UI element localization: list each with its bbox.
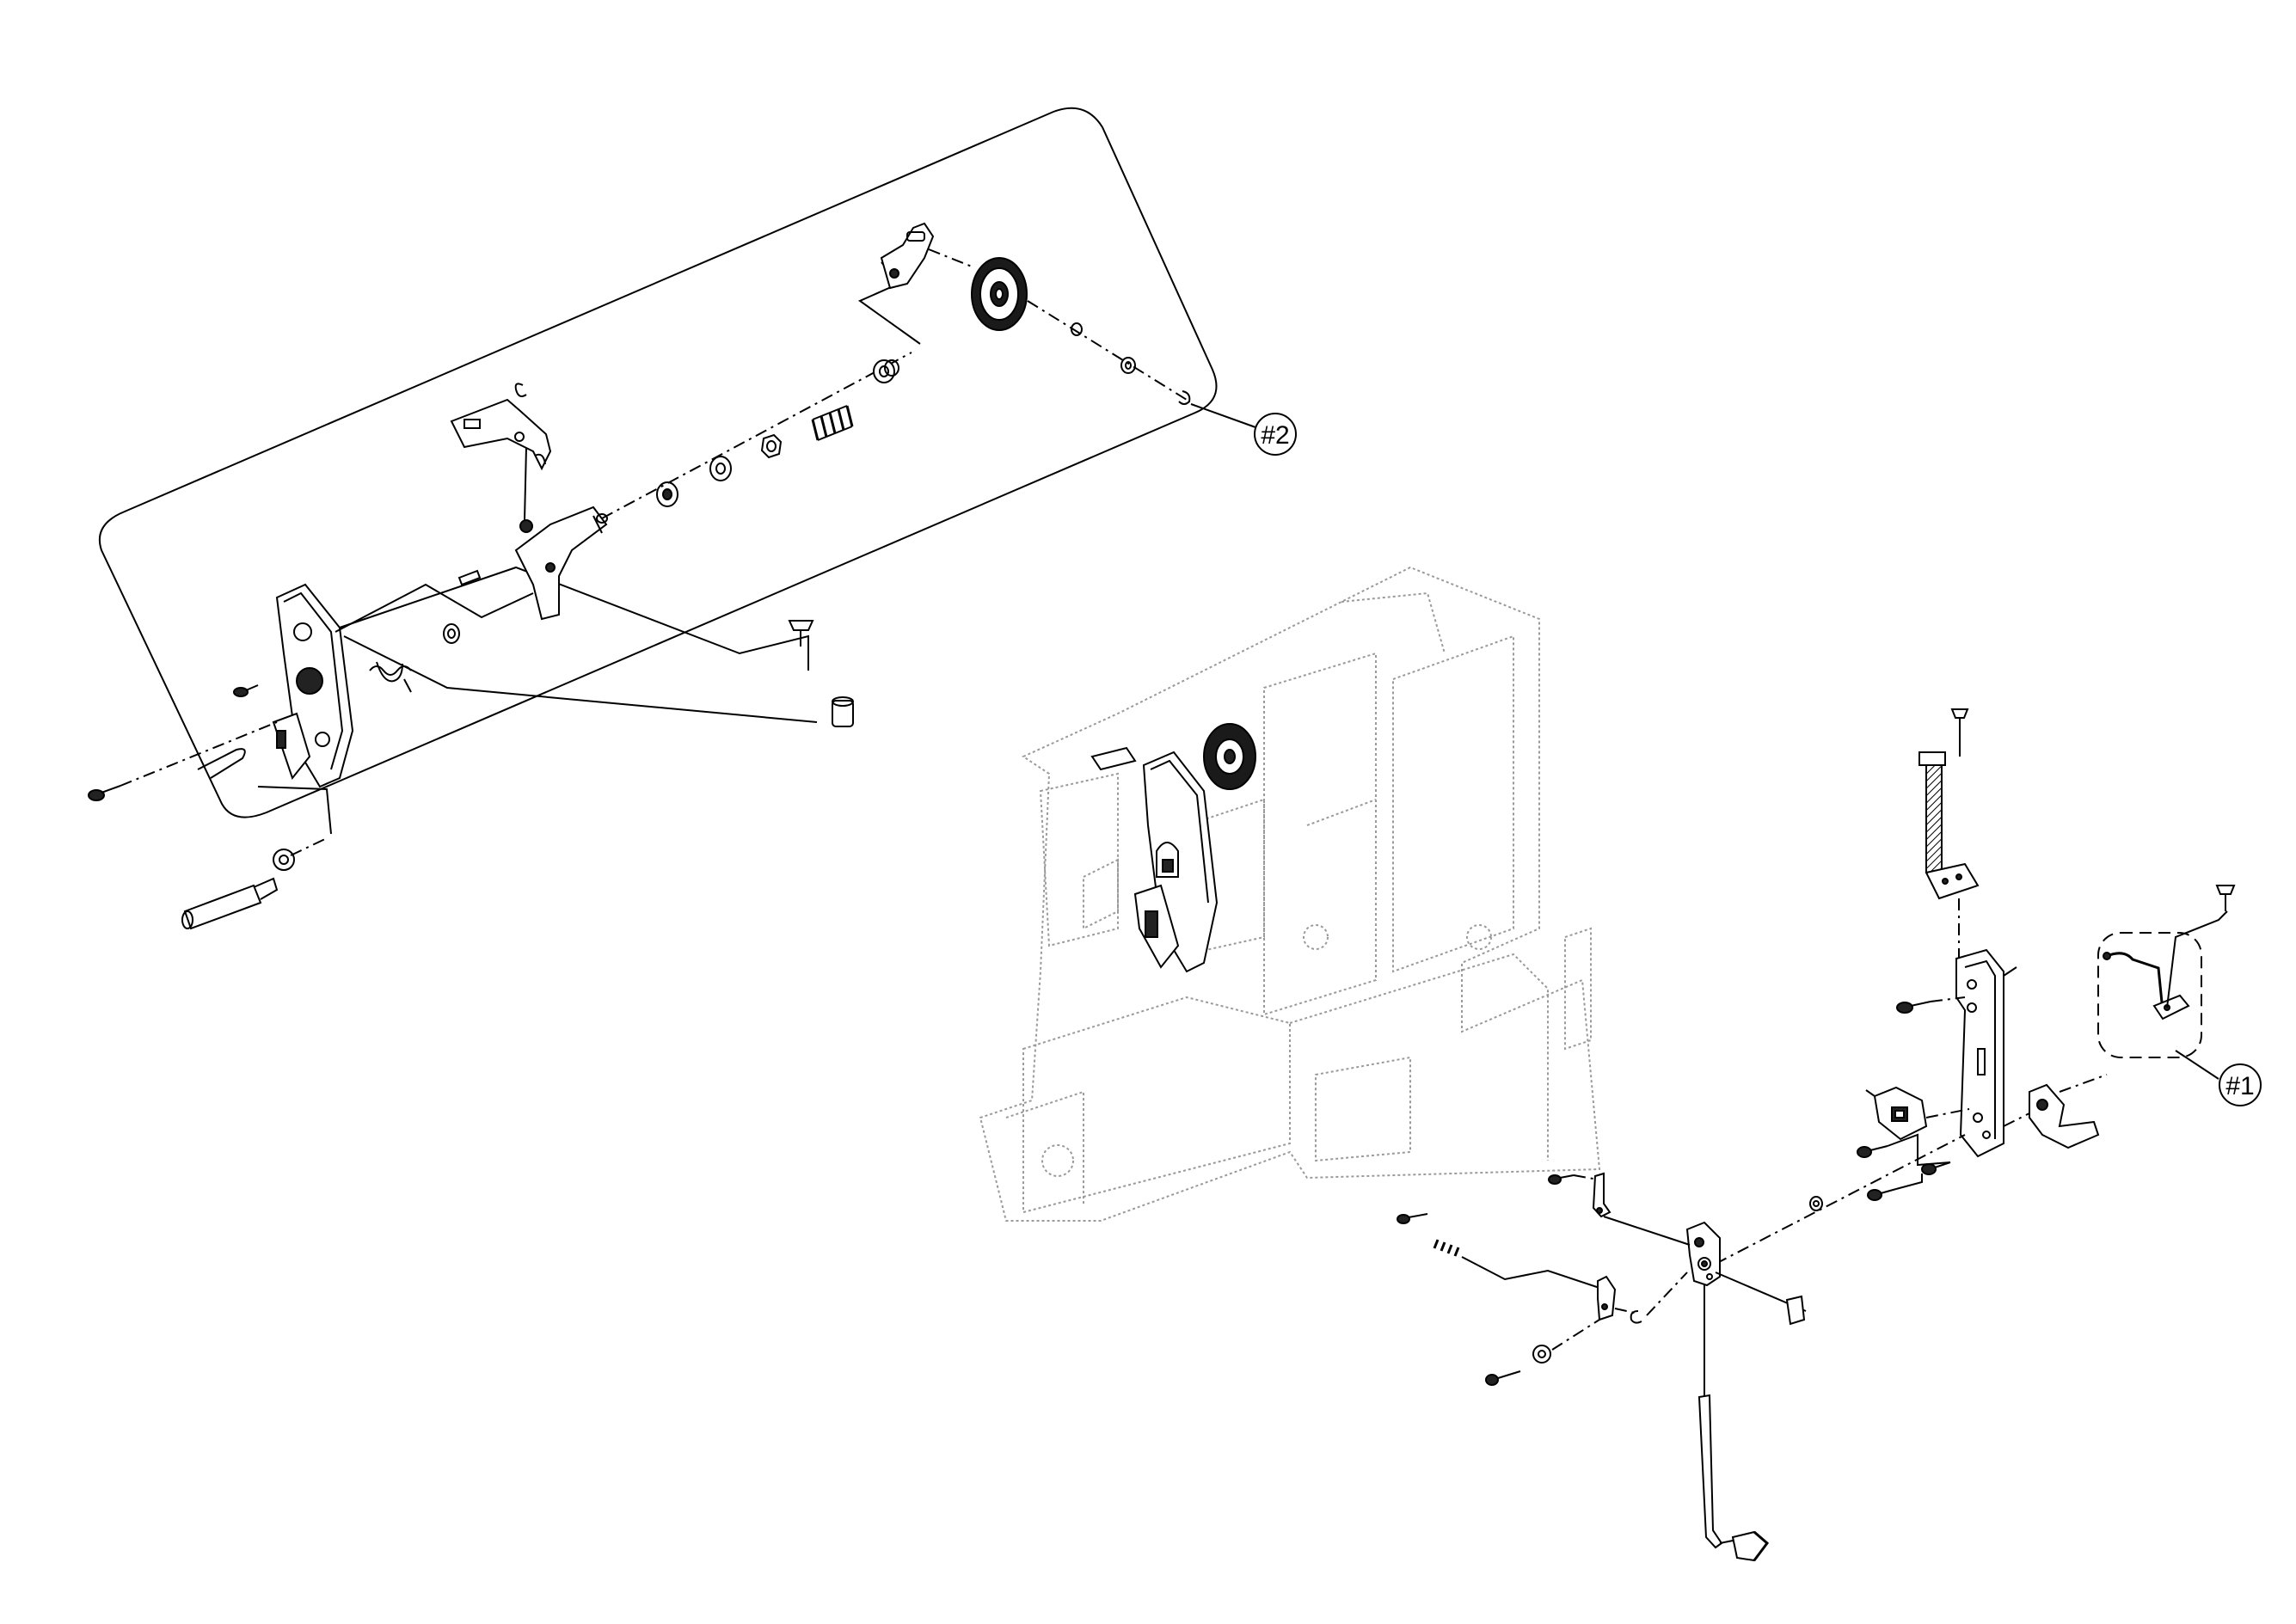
knob-part <box>1731 1530 1769 1562</box>
washer-2-part <box>656 481 678 507</box>
bracket-screw-part <box>1896 1001 1931 1014</box>
bushing-part <box>873 359 899 383</box>
washer-3-part <box>709 456 732 481</box>
subassembly-1: #1 <box>1397 708 2262 1562</box>
washer-part <box>443 623 460 644</box>
hinge-bracket-part <box>1685 1221 1721 1287</box>
subassembly-2: #2 <box>88 107 1297 930</box>
pin-part <box>181 877 279 930</box>
hinge-screw-part <box>1548 1174 1575 1185</box>
lever-arm-part <box>272 583 354 788</box>
screw-part <box>88 785 121 801</box>
e-ring-part <box>514 383 527 397</box>
c-ring-part <box>1630 1310 1642 1324</box>
subassembly-1-boundary <box>2097 932 2202 1058</box>
callout-2-circle <box>1254 413 1297 456</box>
machine-frame-ghost <box>979 566 1601 1222</box>
mid-screw-3-part <box>1867 1188 1897 1201</box>
flat-bar-part <box>1592 1172 1611 1218</box>
bottom-screw-part <box>1485 1370 1521 1386</box>
subassembly-2-boundary <box>98 107 1218 818</box>
sleeve-part <box>832 696 854 727</box>
coil-spring-part <box>1433 1239 1460 1257</box>
switch-housing-part <box>1865 1086 1928 1141</box>
snap-ring-part <box>1178 390 1191 405</box>
clip-strip-part <box>1785 1295 1806 1326</box>
mounted-lever-assembly <box>1090 723 1256 973</box>
bracket-part <box>514 506 608 621</box>
sensor-screw-part <box>2215 885 2236 911</box>
mount-plate-part <box>1925 862 1980 900</box>
long-rod-part <box>1697 1394 1751 1549</box>
callout-2-label: #2 <box>1261 421 1289 450</box>
tab-bracket-part <box>1597 1275 1617 1321</box>
gear-bracket-part <box>880 222 935 290</box>
main-bracket-part <box>1955 948 2017 1158</box>
top-screw-part <box>1950 708 1969 757</box>
callout-1-circle <box>2219 1063 2262 1106</box>
threaded-rod-part <box>1918 751 1946 873</box>
compression-spring-part <box>811 405 854 441</box>
pin-washer-part <box>273 849 295 871</box>
bent-plate-part <box>450 398 552 471</box>
l-bracket-part <box>2029 1083 2100 1149</box>
small-screw-part <box>233 684 259 697</box>
washer-5-part <box>1120 357 1136 374</box>
mid-screw-1-part <box>1857 1145 1888 1158</box>
dowel-part <box>457 569 482 586</box>
callout-1-label: #1 <box>2225 1072 2254 1100</box>
sensor-part <box>2103 952 2190 1020</box>
nut-part <box>760 433 783 459</box>
gear-wheel-part <box>971 257 1028 331</box>
washer-6-part <box>1809 1196 1823 1211</box>
washer-4-part <box>1071 322 1083 336</box>
screw-2-part <box>788 620 814 647</box>
washer-7-part <box>1532 1345 1551 1364</box>
long-screw-part <box>1397 1213 1428 1224</box>
wire-clip-part <box>197 748 246 779</box>
